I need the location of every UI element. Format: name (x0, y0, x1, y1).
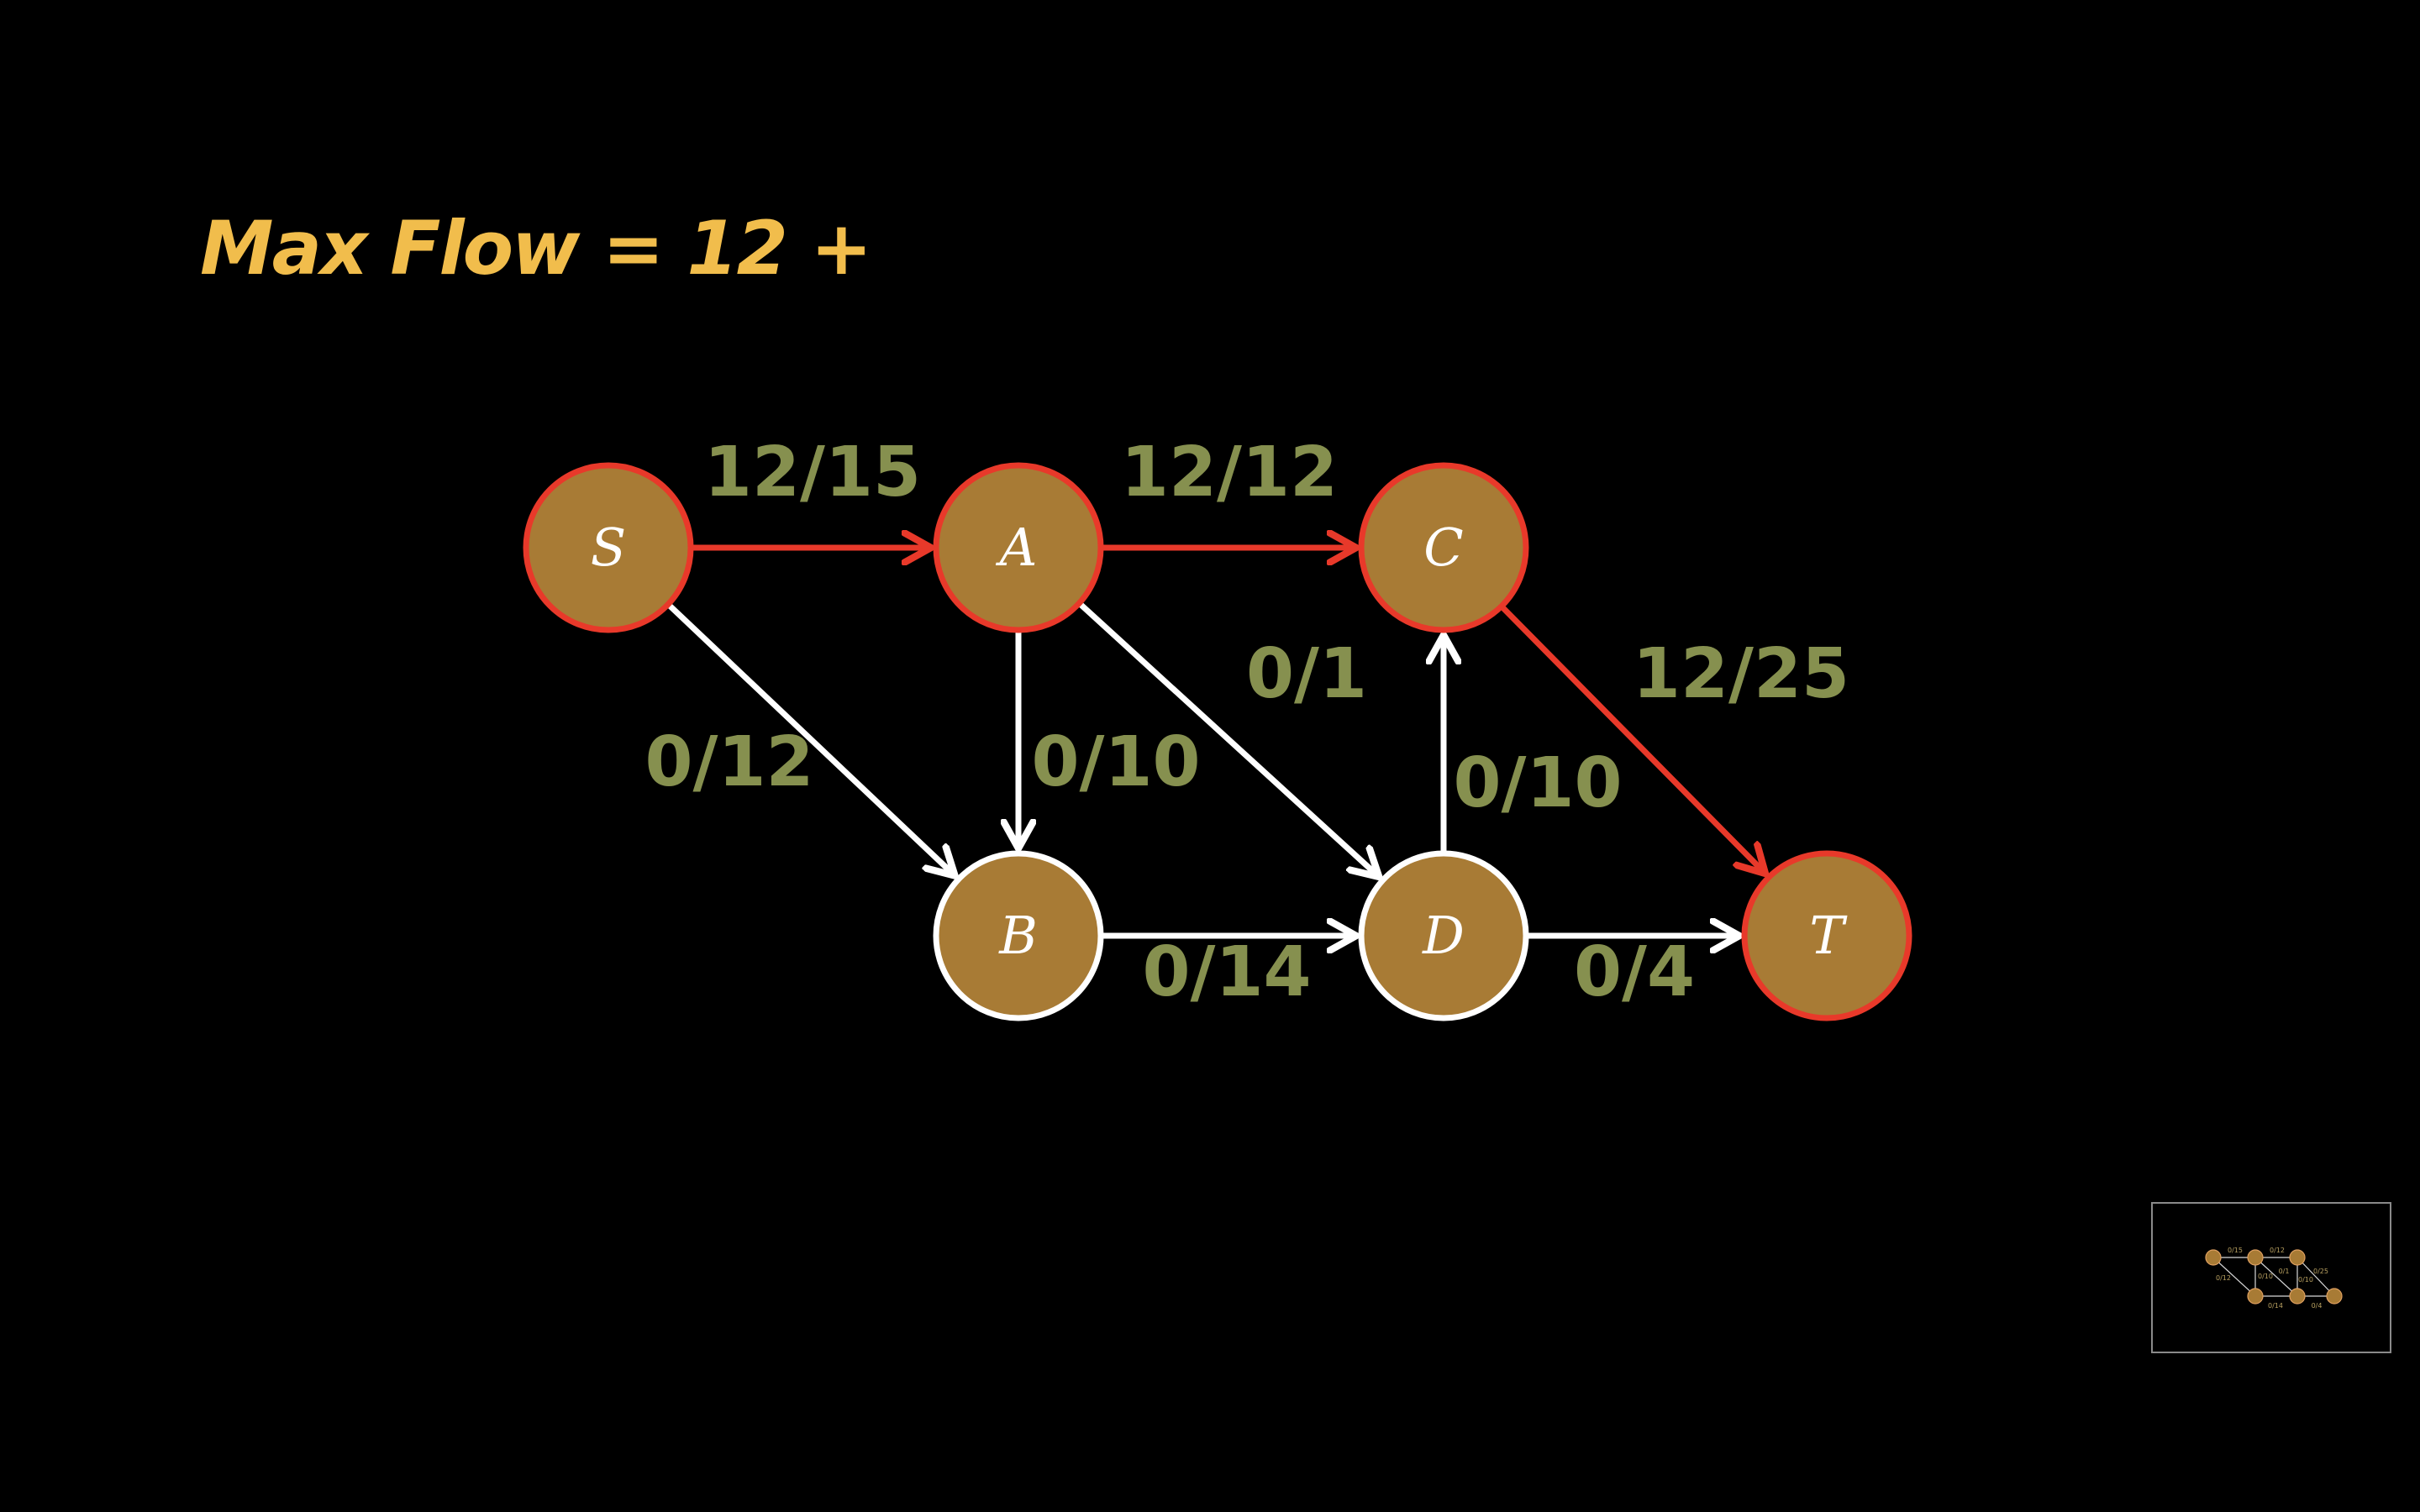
edge-label-s-b: 0/12 (644, 722, 813, 802)
thumb-edge-label: 0/12 (2216, 1274, 2231, 1282)
node-circle-s (523, 462, 694, 633)
node-label-b: B (998, 905, 1038, 966)
thumbnail-edges (2212, 1257, 2335, 1297)
edge-label-a-c: 12/12 (1121, 433, 1338, 512)
node-t: T (1741, 850, 1912, 1021)
node-circle-a (933, 462, 1104, 633)
thumb-edge (2212, 1257, 2256, 1297)
thumbnail-diagram: 0/15 0/12 0/25 0/12 0/10 0/1 0/10 0/14 0/4 (2205, 1247, 2343, 1310)
edge-label-a-d: 0/1 (1246, 634, 1367, 714)
slide-thumbnail[interactable]: 0/15 0/12 0/25 0/12 0/10 0/1 0/10 0/14 0/4 (2151, 1202, 2391, 1353)
thumb-node (2247, 1249, 2264, 1266)
node-label-t: T (1809, 905, 1848, 966)
thumb-edge-label: 0/1 (2279, 1268, 2290, 1275)
node-label-c: C (1423, 517, 1463, 578)
node-circle-d (1358, 850, 1529, 1021)
thumbnail-nodes (2205, 1249, 2343, 1305)
edge-a-d (1077, 601, 1379, 876)
node-b: B (933, 850, 1104, 1021)
thumb-edge-label: 0/25 (2313, 1268, 2328, 1275)
edge-label-d-c: 0/10 (1453, 743, 1622, 823)
node-label-d: D (1422, 905, 1465, 966)
node-c: C (1358, 462, 1529, 633)
thumb-edge (2296, 1257, 2335, 1297)
edge-label-c-t: 12/25 (1633, 634, 1849, 714)
thumb-edge-label: 0/4 (2312, 1302, 2323, 1310)
edge-s-b (666, 602, 955, 876)
edge-label-a-b: 0/10 (1031, 722, 1200, 802)
max-flow-title: Max Flow = 12 + (200, 205, 872, 291)
thumb-edge-label: 0/15 (2228, 1247, 2243, 1254)
thumb-node (2326, 1288, 2343, 1305)
edge-layer (666, 548, 1765, 936)
node-circle-c (1358, 462, 1529, 633)
edge-label-layer: 12/15 12/12 12/25 0/12 0/10 0/1 0/10 0/14 0/4 (644, 433, 1849, 1012)
thumb-edge-label: 0/14 (2268, 1302, 2283, 1310)
node-label-s: S (591, 517, 626, 578)
edge-label-d-t: 0/4 (1574, 932, 1695, 1012)
node-layer: S A C B D T (523, 462, 1912, 1021)
thumb-edge-label: 0/10 (2258, 1273, 2273, 1280)
thumb-edge-label: 0/10 (2298, 1276, 2313, 1284)
edge-c-t (1499, 604, 1765, 874)
node-circle-t (1741, 850, 1912, 1021)
thumbnail-edge-labels: 0/15 0/12 0/25 0/12 0/10 0/1 0/10 0/14 0/4 (2216, 1247, 2328, 1310)
thumb-node (2289, 1288, 2306, 1305)
thumb-node (2205, 1249, 2222, 1266)
node-label-a: A (996, 517, 1038, 578)
node-d: D (1358, 850, 1529, 1021)
node-s: S (523, 462, 694, 633)
node-circle-b (933, 850, 1104, 1021)
thumb-edge (2254, 1257, 2298, 1297)
thumb-node (2289, 1249, 2306, 1266)
edge-label-b-d: 0/14 (1142, 932, 1311, 1012)
node-a: A (933, 462, 1104, 633)
edge-label-s-a: 12/15 (704, 433, 921, 512)
thumb-node (2247, 1288, 2264, 1305)
thumb-edge-label: 0/12 (2270, 1247, 2285, 1254)
